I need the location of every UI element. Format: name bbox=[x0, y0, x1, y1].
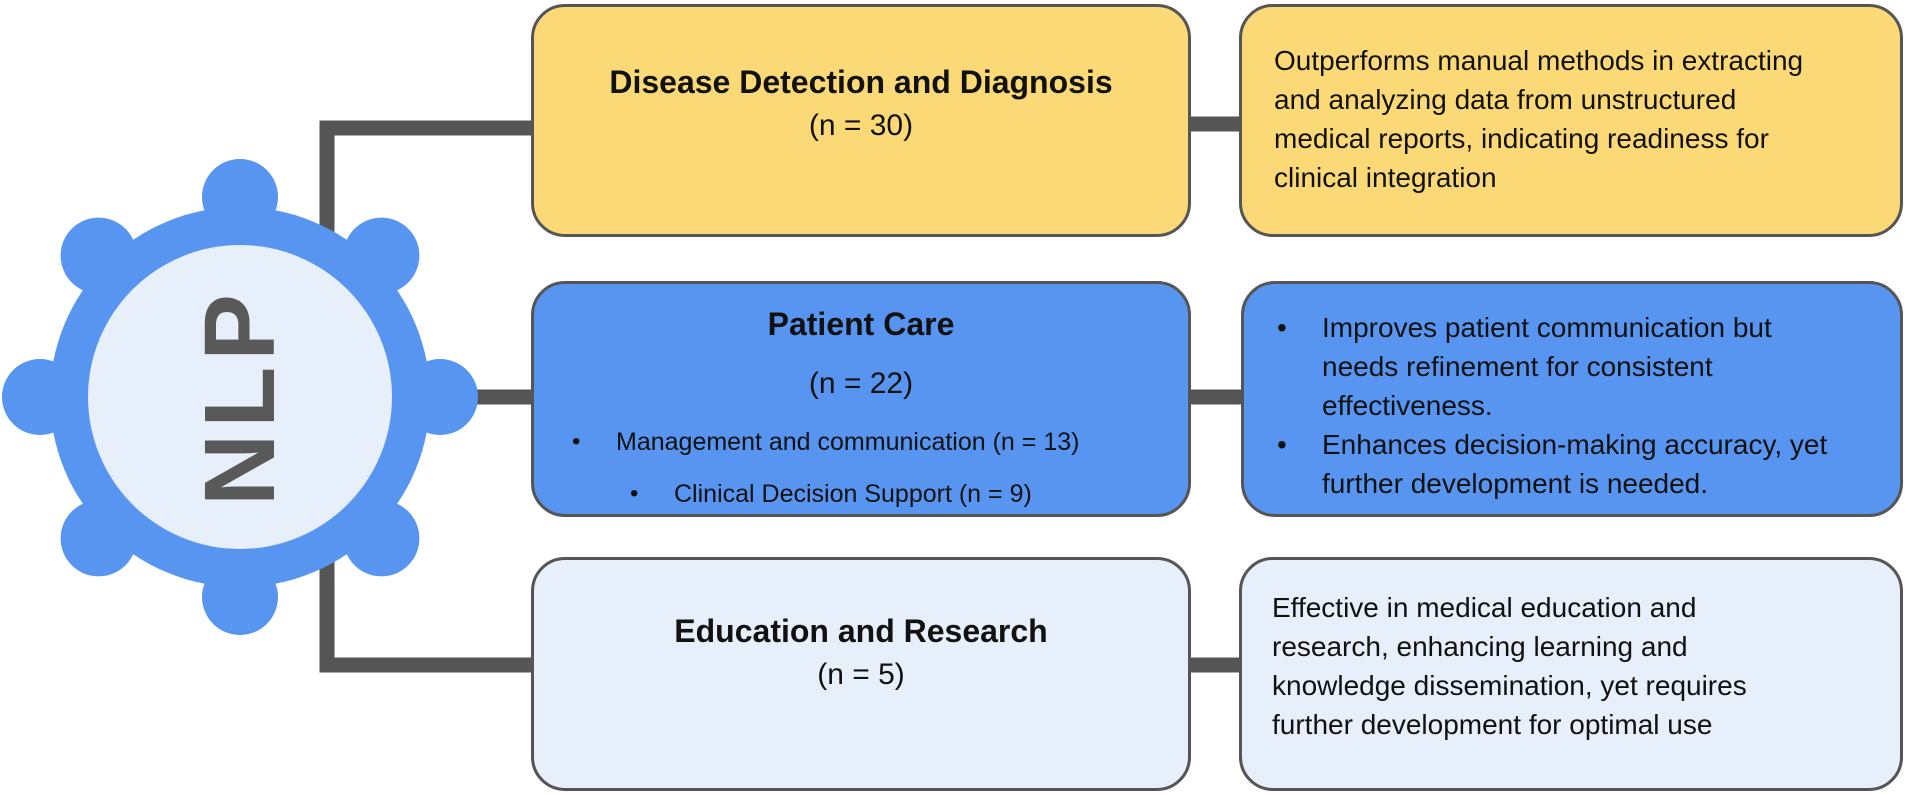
description-line: Improves patient communication but bbox=[1322, 312, 1772, 343]
description-line: clinical integration bbox=[1274, 162, 1497, 193]
gear-inner-circle bbox=[88, 245, 392, 549]
patient-care-description-box: • Improves patient communication but nee… bbox=[1241, 281, 1903, 517]
patient-care-title: Patient Care bbox=[767, 306, 955, 342]
subitem-management-communication: • Management and communication (n = 13) bbox=[572, 427, 1080, 457]
subitem-label: Clinical Decision Support (n = 9) bbox=[674, 480, 1032, 508]
description-line: Effective in medical education and bbox=[1272, 592, 1697, 623]
connector-hub-to-education bbox=[319, 560, 533, 673]
description-line: Outperforms manual methods in extracting bbox=[1274, 45, 1804, 76]
description-bullet: • Improves patient communication but nee… bbox=[1277, 308, 1827, 425]
subitem-label: Management and communication (n = 13) bbox=[616, 428, 1080, 456]
education-research-description: Effective in medical education and resea… bbox=[1272, 588, 1747, 744]
description-line: effectiveness. bbox=[1322, 390, 1493, 421]
patient-care-box: Patient Care (n = 22) • Management and c… bbox=[531, 281, 1191, 517]
description-line: Enhances decision-making accuracy, yet bbox=[1322, 429, 1828, 460]
education-research-count: (n = 5) bbox=[817, 658, 905, 691]
education-research-title: Education and Research bbox=[674, 613, 1048, 649]
bullet-icon: • bbox=[1277, 312, 1287, 343]
education-research-box: Education and Research (n = 5) bbox=[531, 557, 1191, 791]
patient-care-description-list: • Improves patient communication but nee… bbox=[1277, 308, 1828, 503]
description-line: needs refinement for consistent bbox=[1322, 351, 1713, 382]
bullet-icon: • bbox=[630, 480, 639, 507]
disease-detection-box: Disease Detection and Diagnosis (n = 30) bbox=[531, 4, 1191, 237]
disease-detection-count: (n = 30) bbox=[808, 109, 914, 142]
patient-care-count: (n = 22) bbox=[808, 367, 914, 400]
connector-lines bbox=[319, 116, 1241, 673]
description-line: medical reports, indicating readiness fo… bbox=[1274, 123, 1769, 154]
connector-hub-to-disease-detection bbox=[319, 120, 533, 235]
description-bullet: • Enhances decision-making accuracy, yet… bbox=[1277, 425, 1828, 503]
subitem-clinical-decision-support: • Clinical Decision Support (n = 9) bbox=[630, 479, 1032, 509]
bullet-icon: • bbox=[1277, 429, 1287, 460]
description-line: knowledge dissemination, yet requires bbox=[1272, 670, 1747, 701]
disease-detection-title: Disease Detection and Diagnosis bbox=[609, 64, 1113, 100]
bullet-icon: • bbox=[572, 428, 581, 455]
description-line: further development for optimal use bbox=[1272, 709, 1713, 740]
description-line: and analyzing data from unstructured bbox=[1274, 84, 1737, 115]
disease-detection-description-box: Outperforms manual methods in extracting… bbox=[1239, 4, 1903, 237]
nlp-label: NLP bbox=[184, 288, 296, 506]
nlp-gear-icon: NLP bbox=[2, 159, 478, 635]
description-line: further development is needed. bbox=[1322, 468, 1709, 499]
gear-teeth bbox=[2, 159, 478, 635]
description-line: research, enhancing learning and bbox=[1272, 631, 1688, 662]
disease-detection-description: Outperforms manual methods in extracting… bbox=[1274, 41, 1803, 197]
education-research-description-box: Effective in medical education and resea… bbox=[1239, 557, 1903, 791]
